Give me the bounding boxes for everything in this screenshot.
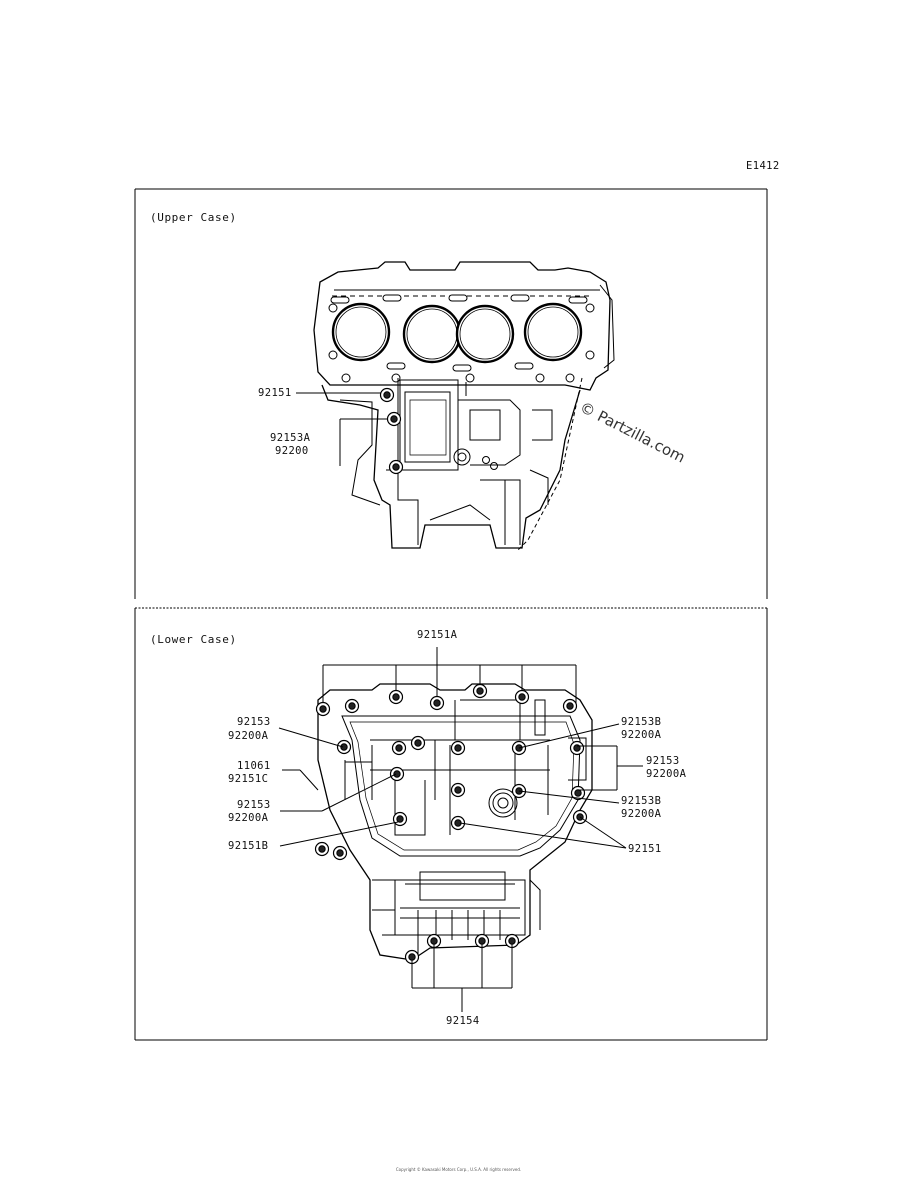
part-label-92200: 92200 (275, 445, 309, 457)
part-label-92153a: 92153A (270, 432, 311, 444)
diagram-id: E1412 (746, 160, 780, 172)
lower-case-title: (Lower Case) (150, 633, 237, 646)
part-label-92153b-r3: 92153B (621, 795, 662, 807)
lower-crankcase-drawing (278, 647, 643, 1012)
part-label-92151-lower: 92151 (628, 843, 662, 855)
copyright-footer: Copyright © Kawasaki Motors Corp., U.S.A… (395, 1167, 522, 1172)
part-label-92151a: 92151A (417, 629, 458, 641)
upper-case-title: (Upper Case) (150, 211, 237, 224)
part-label-92151-upper: 92151 (258, 387, 292, 399)
part-label-92151c: 92151C (228, 773, 269, 785)
part-label-92200a-r3: 92200A (621, 808, 662, 820)
part-label-92200a-l1: 92200A (228, 730, 269, 742)
upper-crankcase-drawing (296, 261, 615, 551)
part-label-92153b-r1: 92153B (621, 716, 662, 728)
part-label-92153-l1: 92153 (237, 716, 271, 728)
part-label-92154: 92154 (446, 1015, 480, 1027)
part-label-92200a-r2: 92200A (646, 768, 687, 780)
part-label-92153-l3: 92153 (237, 799, 271, 811)
part-label-92153-r2: 92153 (646, 755, 680, 767)
upper-case-frame (134, 188, 768, 599)
part-label-11061: 11061 (237, 760, 271, 772)
part-label-92200a-r1: 92200A (621, 729, 662, 741)
lower-case-frame (134, 607, 768, 1041)
part-label-92151b: 92151B (228, 840, 269, 852)
part-label-92200a-l3: 92200A (228, 812, 269, 824)
